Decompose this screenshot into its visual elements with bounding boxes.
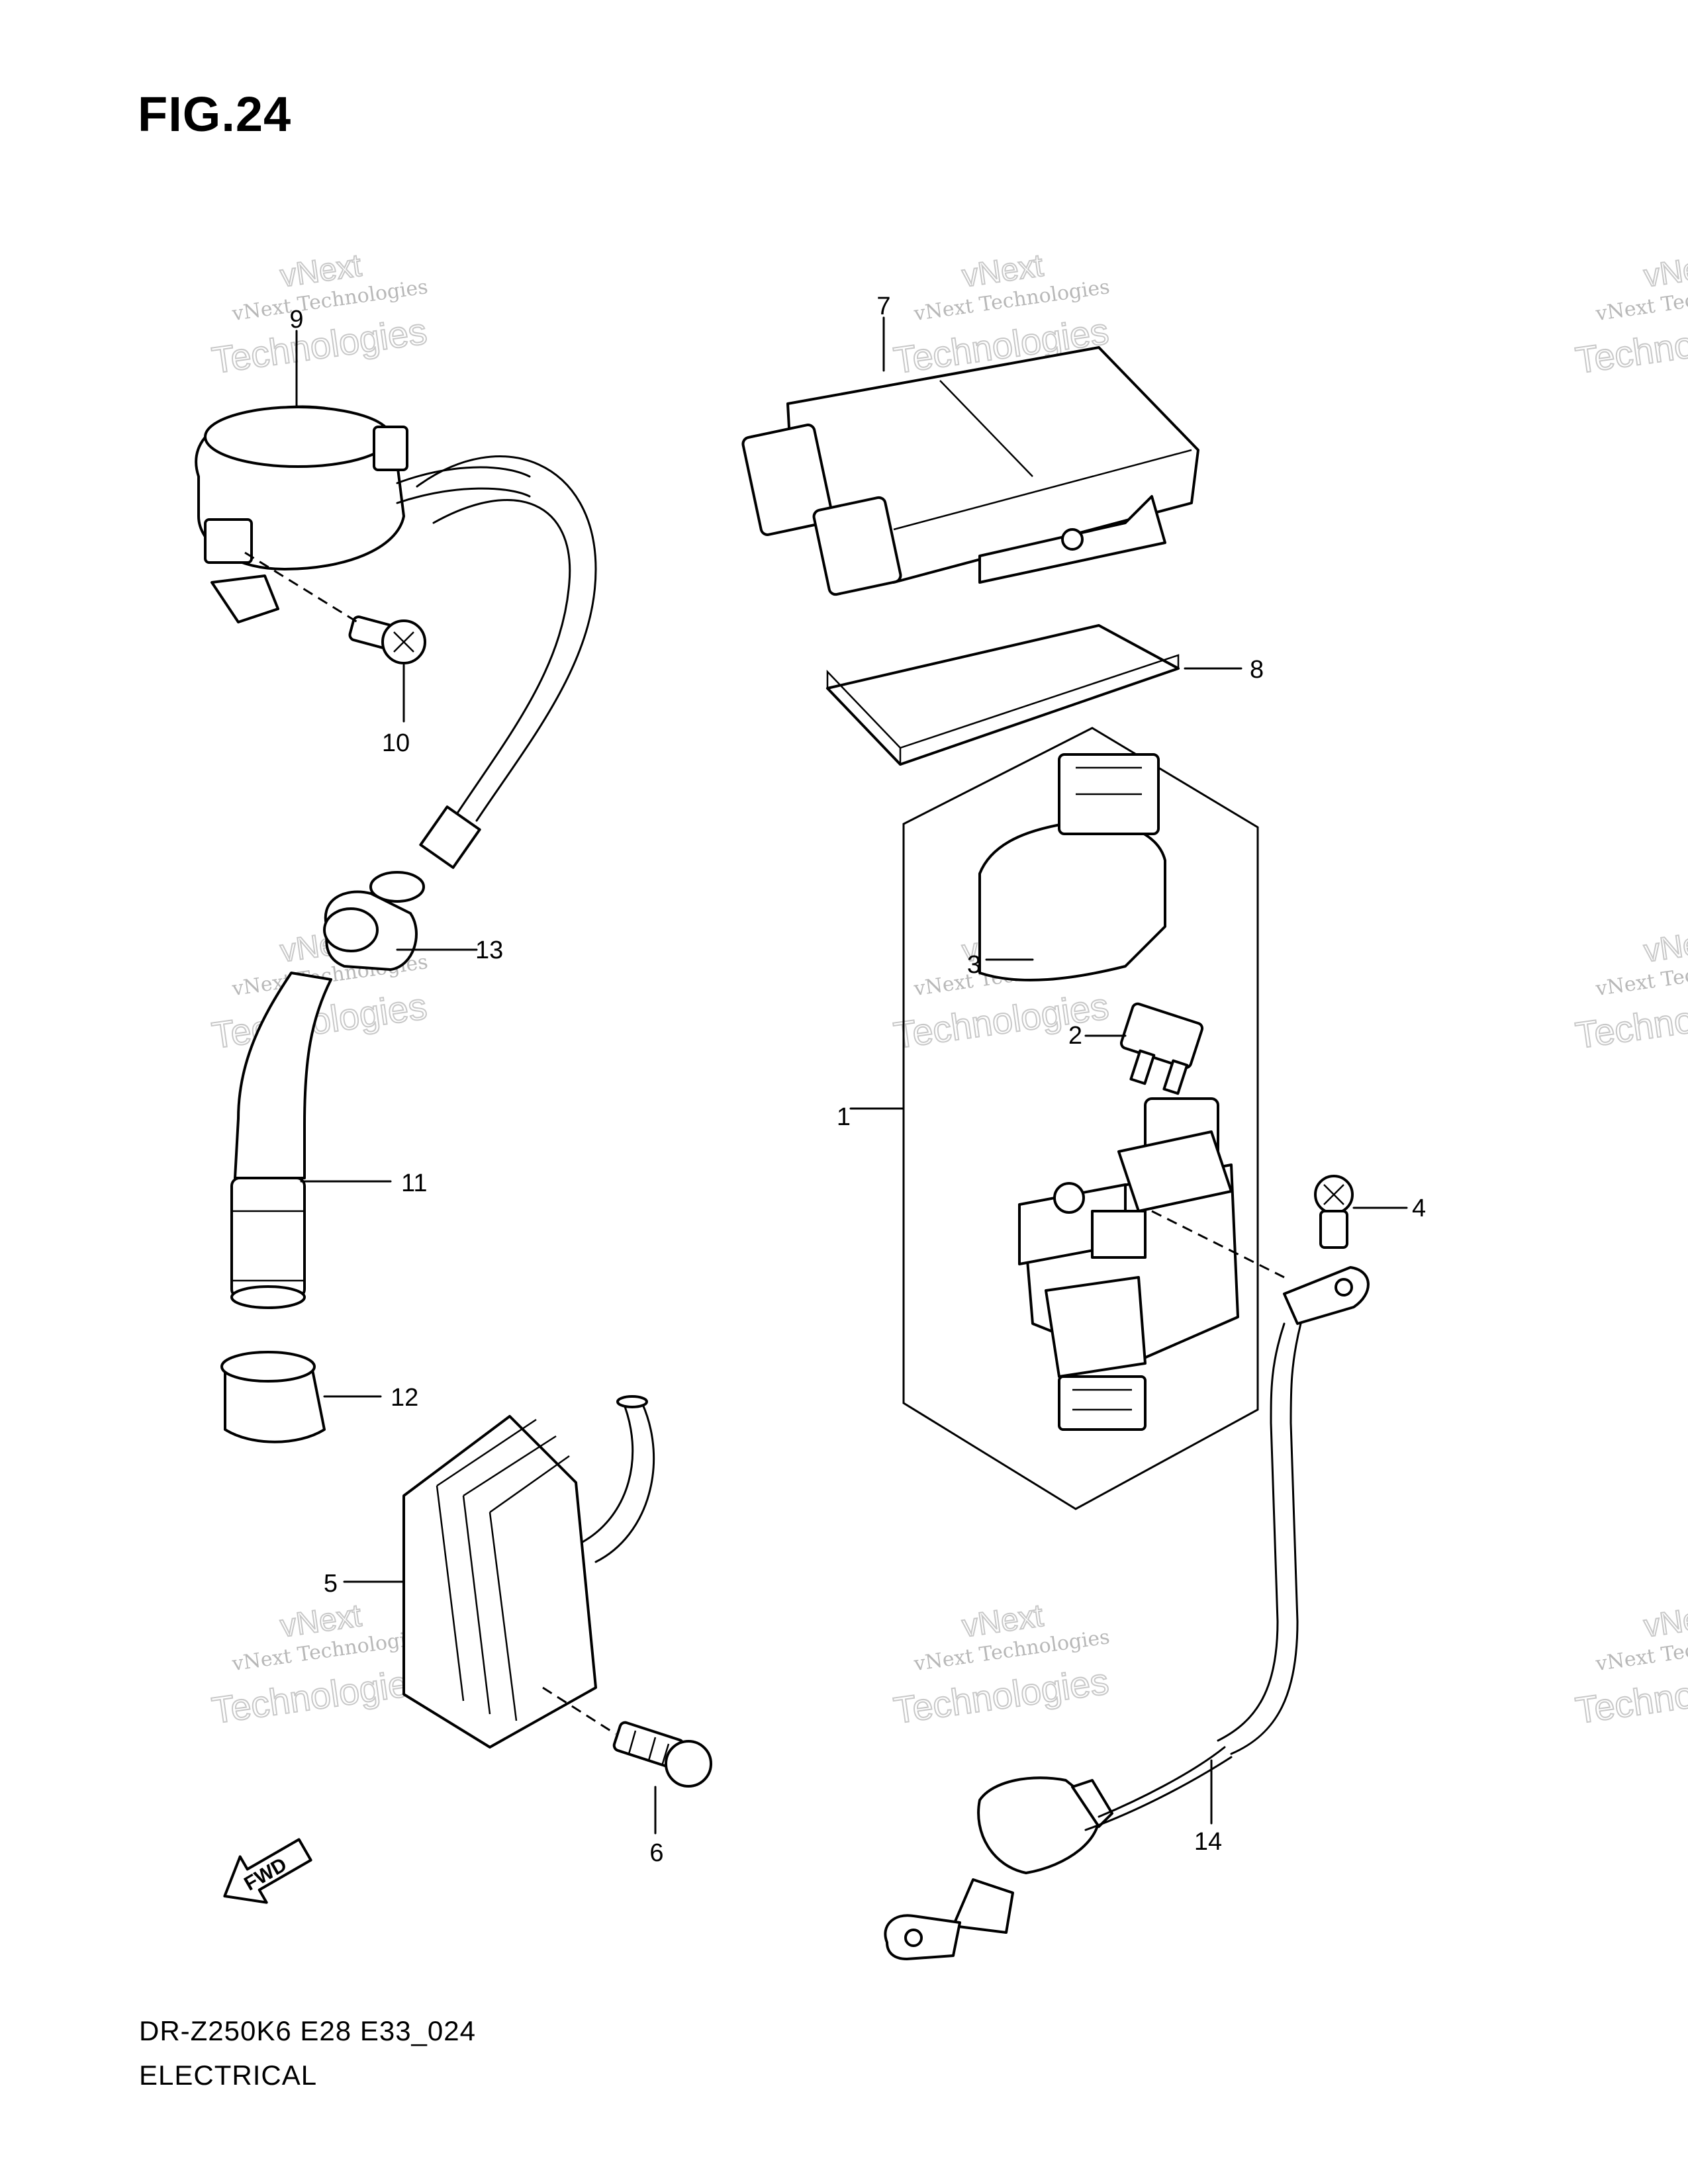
spark-plug-boot-part (220, 1351, 326, 1443)
callout-4: 4 (1412, 1195, 1426, 1222)
callout-14: 14 (1194, 1828, 1222, 1856)
callout-leaders (295, 316, 1408, 1835)
diagram-model-code: DR-Z250K6 E28 E33_024 (139, 2015, 476, 2046)
callout-5: 5 (324, 1570, 338, 1598)
ignition-coil-part (195, 405, 531, 623)
cdi-unit-part (741, 346, 1199, 596)
watermark-vnext: vNext (1642, 248, 1688, 295)
callout-9: 9 (289, 306, 303, 334)
regulator-rectifier-part (402, 1395, 655, 1749)
callout-2: 2 (1068, 1022, 1082, 1050)
callout-13: 13 (475, 936, 503, 964)
starter-motor-lead-part (884, 1266, 1370, 1960)
plug-cap-grommet-part (323, 871, 425, 971)
figure-title: FIG.24 (138, 87, 292, 142)
callout-10: 10 (382, 729, 410, 757)
coil-screw-part (244, 551, 426, 664)
callout-12: 12 (391, 1384, 418, 1412)
starter-relay-assembly-bracket (902, 727, 1259, 1510)
relay-cover-part (978, 753, 1166, 981)
high-tension-lead (416, 455, 597, 822)
callout-numbers: 1 2 3 4 5 6 7 8 9 10 11 12 13 14 (289, 293, 1426, 1867)
spark-plug-cap-part (230, 972, 332, 1309)
watermark-vnext: vNext (1642, 1598, 1688, 1645)
starter-relay-part (1018, 1097, 1285, 1431)
regulator-screw-part (542, 1686, 712, 1788)
callout-11: 11 (401, 1169, 427, 1197)
callout-3: 3 (967, 951, 981, 979)
callout-6: 6 (649, 1839, 663, 1867)
watermark-vnext: vNext (1642, 923, 1688, 970)
diagram-section-name: ELECTRICAL (139, 2060, 318, 2091)
lead-end-terminal (419, 805, 481, 869)
callout-1: 1 (837, 1103, 851, 1131)
terminal-bolt-part (1314, 1175, 1354, 1249)
cdi-cushion-part (826, 624, 1180, 766)
forward-direction-arrow: FWD (223, 1838, 312, 1904)
fuse-part (1119, 1002, 1204, 1095)
callout-7: 7 (876, 293, 890, 320)
callout-8: 8 (1250, 656, 1264, 684)
high-tension-lead-edge (432, 499, 571, 815)
